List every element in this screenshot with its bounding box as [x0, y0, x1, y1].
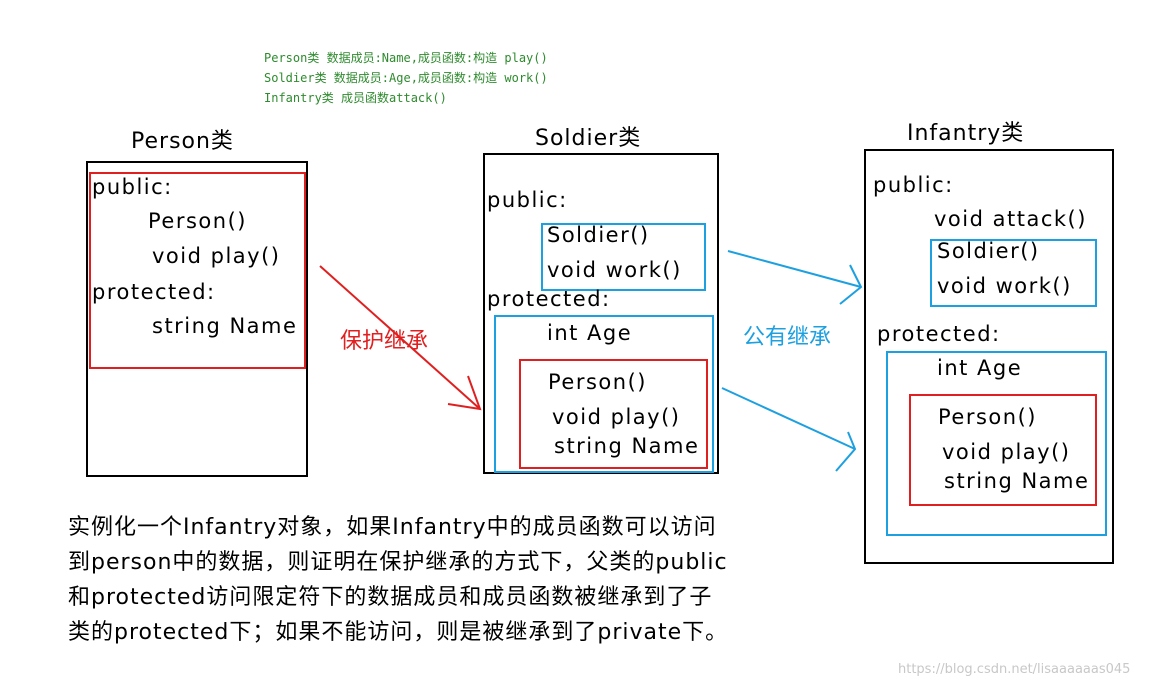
- explanation-line-2: 到person中的数据，则证明在保护继承的方式下，父类的public: [68, 550, 728, 575]
- infantry-inherited-play: void play(): [942, 440, 1071, 464]
- person-name-member: string Name: [152, 314, 298, 338]
- soldier-protected-box: [494, 315, 714, 473]
- public-inheritance-arrow-lower: [721, 387, 857, 472]
- soldier-class-box: [483, 153, 719, 474]
- infantry-public-label: public:: [873, 173, 954, 197]
- public-inheritance-label: 公有继承: [743, 325, 832, 350]
- infantry-inherited-box: [909, 394, 1097, 506]
- infantry-constructor: Soldier(): [937, 239, 1040, 263]
- soldier-constructor: Soldier(): [547, 223, 650, 247]
- person-constructor: Person(): [148, 209, 247, 233]
- person-play-method: void play(): [152, 244, 281, 268]
- note-soldier: Soldier类 数据成员:Age,成员函数:构造 work(): [264, 71, 548, 85]
- watermark: https://blog.csdn.net/lisaaaaaas045: [898, 662, 1131, 677]
- infantry-work-method: void work(): [937, 274, 1072, 298]
- soldier-inherited-play: void play(): [552, 405, 681, 429]
- infantry-age-member: int Age: [937, 356, 1023, 380]
- soldier-inherited-name: string Name: [554, 434, 700, 458]
- public-inheritance-arrow-upper: [727, 250, 863, 305]
- infantry-protected-label: protected:: [877, 322, 1001, 346]
- soldier-inherited-box: [519, 359, 708, 469]
- infantry-public-members-box: [930, 239, 1097, 307]
- explanation-line-4: 类的protected下；如果不能访问，则是被继承到了private下。: [68, 620, 729, 645]
- soldier-inherited-constructor: Person(): [548, 370, 647, 394]
- person-protected-label: protected:: [92, 280, 216, 304]
- infantry-protected-box: [886, 351, 1107, 536]
- protected-inheritance-arrow: [319, 265, 482, 411]
- note-infantry: Infantry类 成员函数attack(): [264, 91, 447, 105]
- person-members-box: [89, 172, 306, 369]
- soldier-work-method: void work(): [547, 258, 682, 282]
- explanation-line-3: 和protected访问限定符下的数据成员和成员函数被继承到了子: [68, 585, 713, 610]
- soldier-age-member: int Age: [547, 321, 633, 345]
- infantry-inherited-constructor: Person(): [938, 405, 1037, 429]
- soldier-public-label: public:: [487, 188, 568, 212]
- infantry-inherited-name: string Name: [944, 469, 1090, 493]
- infantry-class-title: Infantry类: [907, 121, 1025, 146]
- infantry-class-box: [864, 149, 1114, 564]
- person-public-label: public:: [92, 175, 173, 199]
- soldier-protected-label: protected:: [487, 287, 611, 311]
- person-class-title: Person类: [131, 129, 234, 154]
- soldier-class-title: Soldier类: [535, 126, 642, 151]
- note-person: Person类 数据成员:Name,成员函数:构造 play(): [264, 51, 548, 65]
- person-class-box: [86, 161, 308, 477]
- explanation-line-1: 实例化一个Infantry对象，如果Infantry中的成员函数可以访问: [68, 515, 717, 540]
- infantry-attack-method: void attack(): [934, 207, 1087, 231]
- protected-inheritance-label: 保护继承: [340, 329, 429, 354]
- soldier-public-members-box: [541, 223, 706, 291]
